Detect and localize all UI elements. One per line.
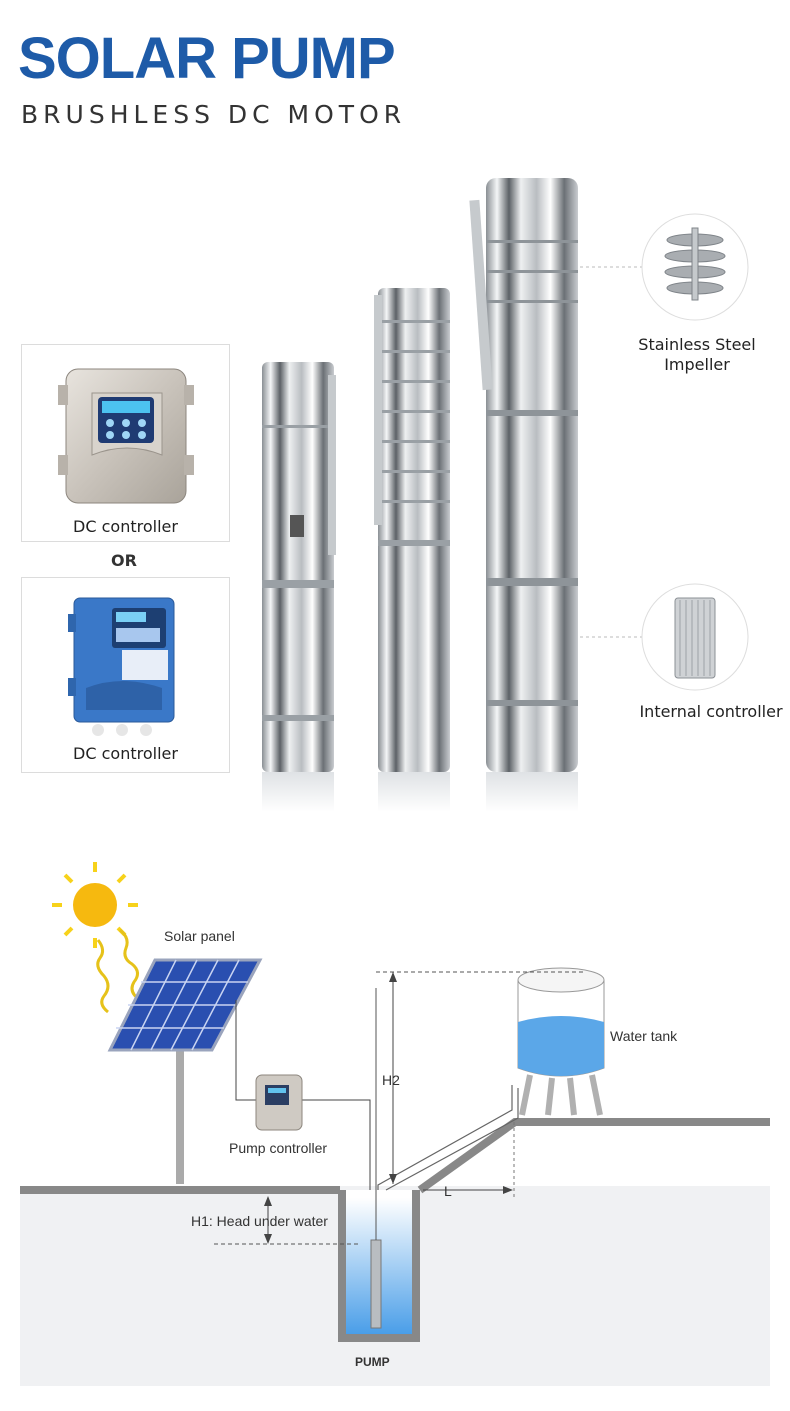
small-pump [262, 362, 336, 812]
dc-controller-label-1: DC controller [73, 517, 178, 536]
solar-panel-icon [107, 958, 263, 1184]
dc-controller-card-silver: DC controller [21, 344, 230, 542]
large-pump [469, 178, 578, 812]
page-subtitle: BRUSHLESS DC MOTOR [21, 100, 407, 129]
installation-diagram [20, 862, 770, 1386]
blue-controller-image [68, 597, 175, 736]
h1-label: H1: Head under water [191, 1213, 328, 1229]
silver-controller-image [58, 368, 194, 504]
l-label: L [444, 1183, 452, 1199]
dc-controller-card-blue: DC controller [21, 577, 230, 773]
dc-controller-label-2: DC controller [73, 744, 178, 763]
impeller-icon [664, 227, 726, 301]
impeller-label-line1: Stainless Steel [638, 335, 756, 354]
sun-icon [52, 862, 141, 1014]
callout-lines [580, 213, 749, 691]
water-tank-icon [517, 967, 605, 1116]
h2-label: H2 [382, 1072, 400, 1088]
water-tank-label: Water tank [610, 1028, 678, 1044]
internal-controller-label: Internal controller [639, 702, 783, 721]
pump-controller-icon [255, 1074, 303, 1131]
pumps-illustration [262, 178, 578, 812]
pump-controller-label: Pump controller [229, 1140, 328, 1156]
filter-icon [674, 597, 716, 679]
or-label: OR [111, 551, 137, 570]
solar-panel-label: Solar panel [164, 928, 235, 944]
medium-pump [374, 288, 450, 812]
pump-label: PUMP [355, 1355, 390, 1369]
page-title: SOLAR PUMP [18, 26, 396, 91]
impeller-label-line2: Impeller [664, 355, 730, 374]
